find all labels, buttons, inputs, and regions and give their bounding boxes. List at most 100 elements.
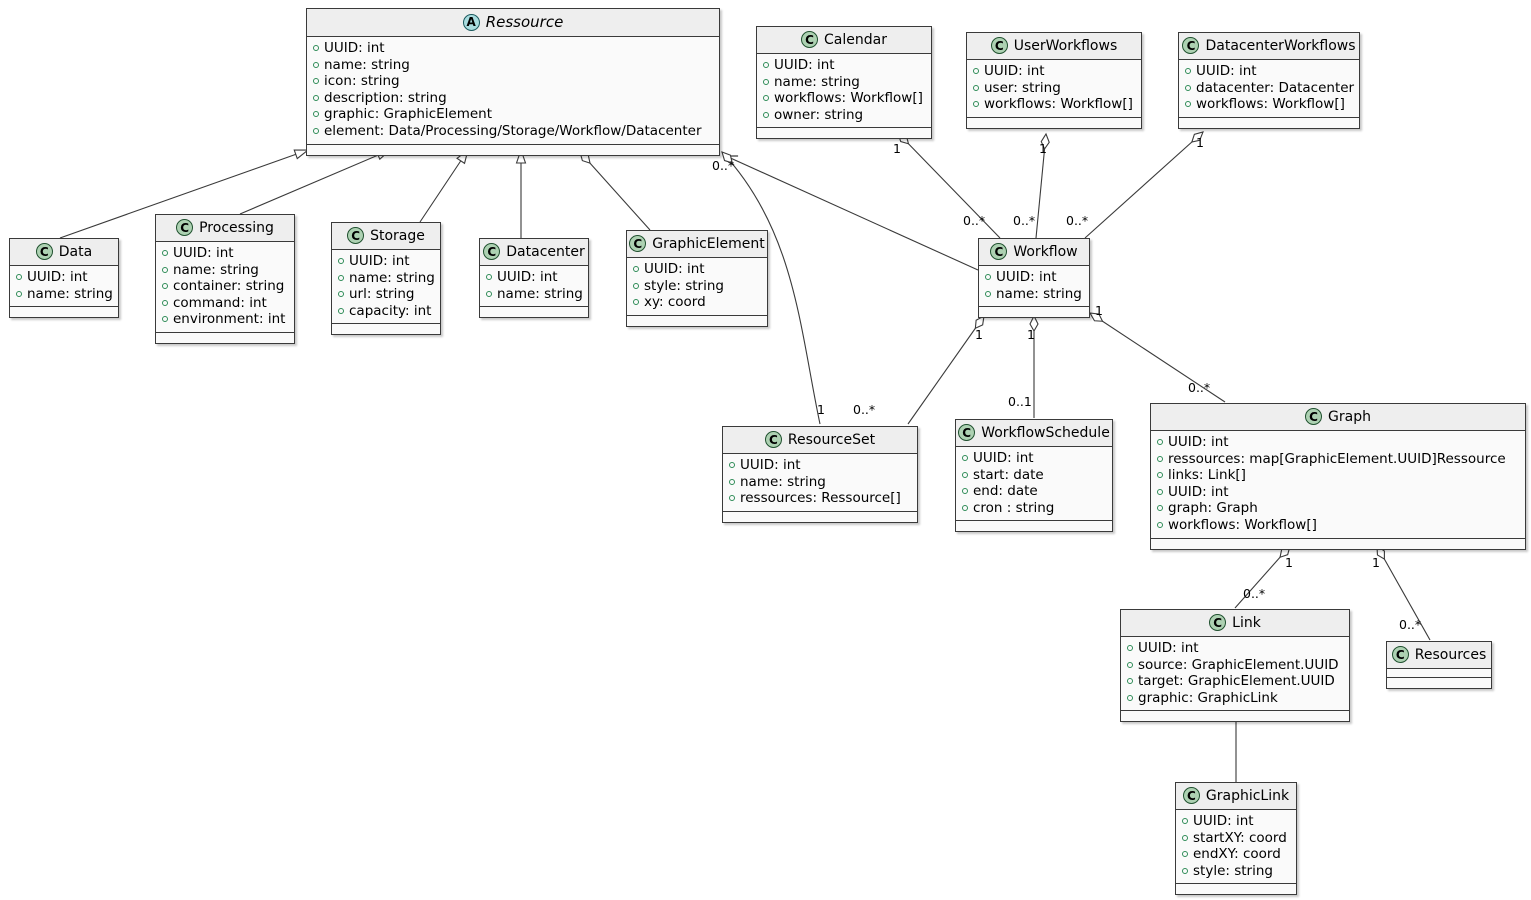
- class-methods-userworkflows: [967, 118, 1141, 128]
- multiplicity-label: 0..*: [963, 213, 986, 228]
- attribute-label: UUID: int: [973, 450, 1034, 466]
- class-attribute: UUID: int: [338, 253, 434, 270]
- class-attribute: UUID: int: [633, 261, 761, 278]
- attribute-label: environment: int: [173, 311, 286, 328]
- class-attribute: url: string: [338, 286, 434, 303]
- attribute-label: graphic: GraphicLink: [1138, 689, 1278, 706]
- class-icon: C: [629, 235, 647, 252]
- visibility-public-icon: [763, 111, 769, 118]
- class-name-resources: Resources: [1414, 646, 1487, 663]
- class-attribute: name: string: [313, 57, 713, 74]
- visibility-public-icon: [729, 478, 735, 485]
- attribute-label: workflows: Workflow[]: [774, 90, 923, 107]
- class-icon: C: [764, 431, 782, 448]
- class-attribute: UUID: int: [973, 63, 1135, 80]
- attribute-label: style: string: [644, 277, 724, 294]
- multiplicity-label: 0..*: [1066, 213, 1089, 228]
- edge-workflow-datacenterworkflows: [1084, 132, 1203, 239]
- class-icon: C: [176, 219, 194, 236]
- class-icon: C: [990, 243, 1008, 260]
- attribute-label: name: string: [173, 261, 259, 278]
- visibility-public-icon: [16, 274, 22, 280]
- class-methods-ressource: [307, 145, 719, 155]
- visibility-public-icon: [1182, 834, 1188, 841]
- attribute-label: UUID: int: [349, 253, 410, 269]
- attribute-label: links: Link[]: [1168, 467, 1246, 484]
- class-attribute: datacenter: Datacenter: [1185, 80, 1354, 97]
- attribute-label: UUID: int: [984, 63, 1045, 79]
- attribute-label: startXY: coord: [1193, 829, 1287, 846]
- attribute-label: name: string: [740, 473, 826, 490]
- class-attribute: name: string: [729, 474, 911, 491]
- attribute-label: capacity: int: [349, 302, 432, 319]
- visibility-public-icon: [1185, 68, 1191, 74]
- class-attribute: UUID: int: [313, 40, 713, 57]
- class-name-graph: Graph: [1328, 408, 1371, 425]
- attribute-label: container: string: [173, 278, 285, 295]
- class-attribute: environment: int: [162, 311, 288, 328]
- class-attribute: workflows: Workflow[]: [1157, 517, 1519, 534]
- class-icon: C: [35, 243, 53, 260]
- attribute-label: UUID: int: [996, 269, 1057, 285]
- class-attribute: name: string: [16, 286, 113, 303]
- class-attribute: graphic: GraphicElement: [313, 106, 713, 123]
- attribute-label: end: date: [973, 483, 1038, 500]
- attribute-label: UUID: int: [173, 245, 234, 261]
- visibility-public-icon: [338, 258, 344, 264]
- visibility-public-icon: [985, 290, 991, 297]
- visibility-public-icon: [313, 45, 319, 51]
- class-attribute: ressources: Ressource[]: [729, 490, 911, 507]
- class-name-calendar: Calendar: [824, 31, 887, 48]
- visibility-public-icon: [962, 504, 968, 511]
- visibility-public-icon: [1182, 818, 1188, 824]
- attribute-label: UUID: int: [1193, 813, 1254, 829]
- visibility-public-icon: [313, 94, 319, 101]
- multiplicity-label: 0..1: [1008, 394, 1032, 409]
- class-attribute: container: string: [162, 278, 288, 295]
- class-attribute: UUID: int: [1157, 434, 1519, 451]
- visibility-public-icon: [1182, 867, 1188, 874]
- attribute-label: workflows: Workflow[]: [984, 96, 1133, 113]
- attribute-label: UUID: int: [1168, 434, 1229, 450]
- visibility-public-icon: [313, 61, 319, 68]
- visibility-public-icon: [162, 299, 168, 306]
- class-attribute: style: string: [1182, 863, 1290, 880]
- visibility-public-icon: [486, 290, 492, 297]
- attribute-label: command: int: [173, 294, 267, 311]
- attribute-label: workflows: Workflow[]: [1196, 96, 1345, 113]
- attribute-label: UUID: int: [774, 57, 835, 73]
- class-attribute: command: int: [162, 295, 288, 312]
- class-attribute: style: string: [633, 278, 761, 295]
- visibility-public-icon: [763, 62, 769, 68]
- class-attribute: source: GraphicElement.UUID: [1127, 657, 1343, 674]
- class-attribute: UUID: int: [985, 269, 1083, 286]
- class-name-storage: Storage: [370, 227, 425, 244]
